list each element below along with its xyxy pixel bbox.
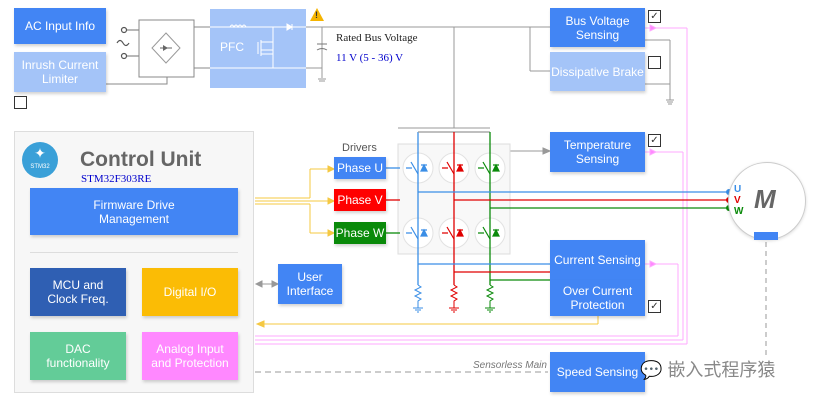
firmware-drive-management-block[interactable]: Firmware Drive Management — [30, 188, 238, 235]
firmware-label: Firmware Drive Management — [93, 197, 175, 226]
motor-label: M — [754, 184, 776, 214]
terminal-w: W — [734, 206, 744, 217]
mcu-part-number: STM32F303RE — [81, 173, 152, 185]
motor[interactable] — [728, 162, 806, 240]
watermark: 💬 嵌入式程序猿 — [640, 356, 775, 382]
inrush-current-limiter-label: Inrush Current Limiter — [21, 58, 99, 86]
terminal-u: U — [734, 184, 742, 195]
ac-input-info-label: AC Input Info — [24, 19, 96, 33]
phase-u-driver[interactable]: Phase U — [334, 157, 386, 179]
bus-voltage-sensing-block[interactable]: Bus Voltage Sensing — [550, 8, 645, 47]
dissipative-brake-checkbox[interactable] — [648, 56, 661, 69]
wechat-icon: 💬 — [640, 360, 663, 380]
speed-sensing-block[interactable]: Speed Sensing — [550, 352, 645, 392]
stm32-logo-icon: ✦STM32 — [22, 142, 58, 178]
motor-shaft — [754, 232, 778, 240]
bus-voltage-sensing-label: Bus Voltage Sensing — [565, 13, 630, 42]
dac-block[interactable]: DAC functionality — [30, 332, 126, 380]
terminal-v: V — [734, 195, 741, 206]
phase-v-driver[interactable]: Phase V — [334, 189, 386, 211]
dissipative-brake-label: Dissipative Brake — [551, 64, 644, 79]
ac-source — [116, 26, 139, 60]
temperature-sensing-block[interactable]: Temperature Sensing — [550, 132, 645, 172]
phase-w-driver[interactable]: Phase W — [334, 222, 386, 244]
control-unit-title: Control Unit — [80, 148, 202, 171]
over-current-checkbox[interactable]: ✓ — [648, 300, 661, 313]
digital-io-label: Digital I/O — [163, 285, 217, 299]
warning-icon — [310, 8, 324, 21]
igbt-symbol-icon — [442, 161, 464, 175]
dac-label: DAC functionality — [46, 342, 110, 370]
igbt-symbol-icon — [406, 226, 428, 240]
shunt-resistor-icon — [449, 284, 459, 313]
rectifier — [106, 19, 210, 85]
pfc-label: PFC — [220, 40, 244, 54]
temperature-sensing-label: Temperature Sensing — [563, 138, 632, 166]
divider — [30, 252, 238, 253]
analog-input-block[interactable]: Analog Input and Protection — [142, 332, 238, 380]
dissipative-brake-block[interactable]: Dissipative Brake — [550, 52, 645, 91]
speed-sensing-label: Speed Sensing — [556, 365, 639, 379]
drivers-title: Drivers — [342, 142, 377, 154]
temperature-checkbox[interactable]: ✓ — [648, 134, 661, 147]
mcu-clock-label: MCU and Clock Freq. — [47, 278, 109, 306]
phase-v-label: Phase V — [337, 193, 383, 207]
phase-u-label: Phase U — [336, 161, 384, 175]
user-interface-block[interactable]: User Interface — [278, 264, 342, 304]
phase-w-label: Phase W — [335, 226, 385, 240]
digital-io-block[interactable]: Digital I/O — [142, 268, 238, 316]
rated-bus-voltage-value: 11 V (5 - 36) V — [336, 52, 404, 64]
analog-input-label: Analog Input and Protection — [151, 342, 229, 370]
watermark-text: 嵌入式程序猿 — [667, 360, 776, 380]
logo-text: STM32 — [30, 164, 50, 170]
shunt-resistor-icon — [413, 284, 423, 313]
user-interface-label: User Interface — [286, 270, 334, 298]
over-current-protection-block[interactable]: Over Current Protection — [550, 280, 645, 316]
mcu-clock-block[interactable]: MCU and Clock Freq. — [30, 268, 126, 316]
over-current-protection-label: Over Current Protection — [562, 284, 633, 312]
current-sensing-label: Current Sensing — [554, 253, 641, 267]
rated-bus-voltage-label: Rated Bus Voltage — [336, 32, 418, 44]
ac-input-info-block[interactable]: AC Input Info — [14, 8, 106, 44]
igbt-symbol-icon — [406, 161, 428, 175]
igbt-symbol-icon — [442, 226, 464, 240]
pfc-circuit — [210, 23, 306, 69]
igbt-symbol-icon — [478, 226, 500, 240]
shunt-resistor-icon — [485, 284, 495, 313]
inrush-current-limiter-block[interactable]: Inrush Current Limiter — [14, 52, 106, 92]
sensorless-main-label: Sensorless Main — [473, 360, 547, 371]
igbt-symbol-icon — [478, 161, 500, 175]
bus-voltage-checkbox[interactable]: ✓ — [648, 10, 661, 23]
current-sensing-block[interactable]: Current Sensing — [550, 240, 645, 280]
inrush-checkbox[interactable] — [14, 96, 27, 109]
warning-exclamation-icon: ! — [315, 10, 318, 20]
